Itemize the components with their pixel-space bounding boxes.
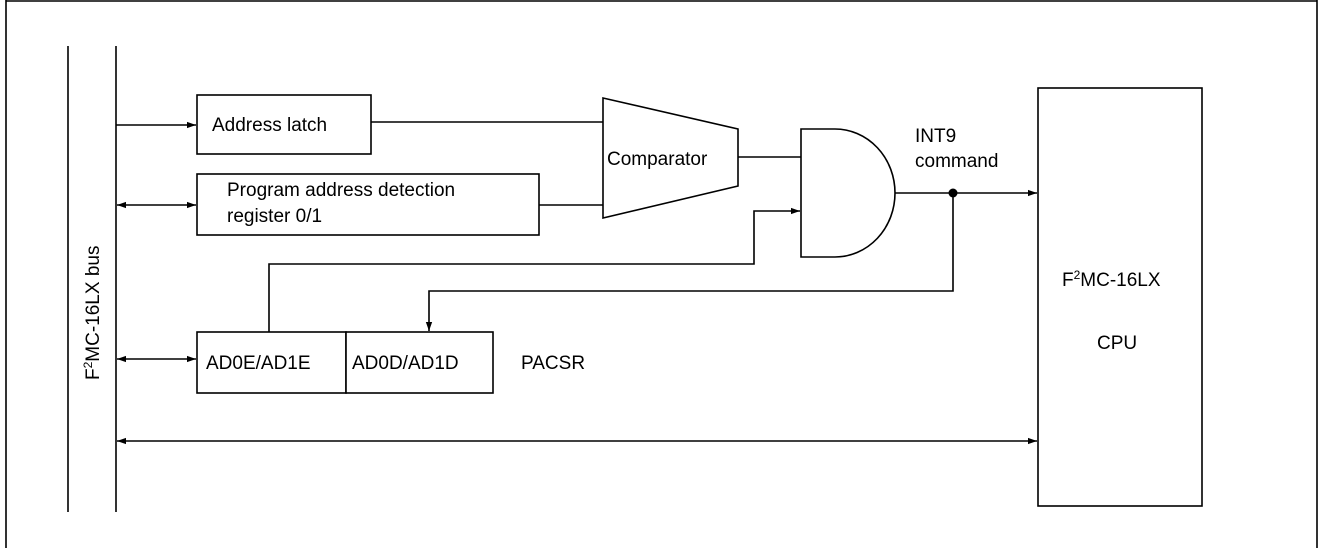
cpu-label-line2: CPU [1097, 333, 1137, 354]
int9-label-line1: INT9 [915, 126, 956, 147]
int9-to-pacsr-arrow [425, 193, 954, 331]
enable-to-gate-arrow [268, 207, 800, 332]
int9-label-line2: command [915, 151, 998, 172]
and-gate [800, 128, 896, 258]
pacsr-cell-ad0e [196, 331, 347, 394]
comparator-shape [602, 96, 739, 220]
pacsr-cell2-label: AD0D/AD1D [352, 353, 459, 374]
detection-register-label-line2: register 0/1 [227, 206, 322, 227]
detection-register-label-line1: Program address detection [227, 180, 455, 201]
comparator-label: Comparator [607, 149, 708, 170]
pacsr-cell-ad0d [345, 331, 494, 394]
pacsr-label: PACSR [521, 353, 585, 374]
cpu-box [1037, 87, 1203, 507]
pacsr-cell1-label: AD0E/AD1E [206, 353, 311, 374]
cpu-label-line1: F2MC-16LX [1062, 268, 1161, 291]
address-latch-box [196, 94, 372, 155]
bus-label: F2MC-16LX bus [81, 246, 104, 380]
address-latch-label: Address latch [212, 115, 327, 136]
detection-register-box [196, 173, 540, 236]
outer-frame [5, 0, 1318, 548]
